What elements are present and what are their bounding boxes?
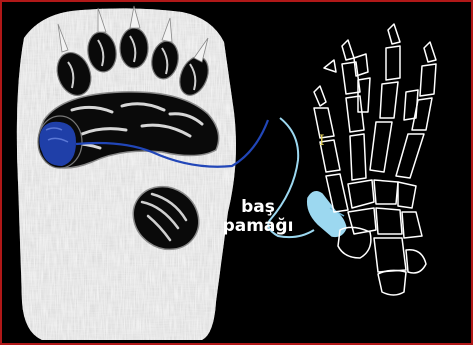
carpal-bones [338, 180, 422, 272]
thumb-label-line1: baş [220, 198, 296, 217]
dewclaw-pad [38, 116, 82, 168]
finger-little [396, 42, 436, 178]
finger-middle [324, 40, 366, 180]
thumb-label-line2: pamağı [220, 217, 296, 236]
thumb-label: baş pamağı [220, 198, 296, 236]
digit-marker: I [319, 134, 325, 148]
hand-skeleton [308, 24, 436, 295]
paw-print [17, 6, 236, 340]
forearm-bones [378, 250, 426, 295]
